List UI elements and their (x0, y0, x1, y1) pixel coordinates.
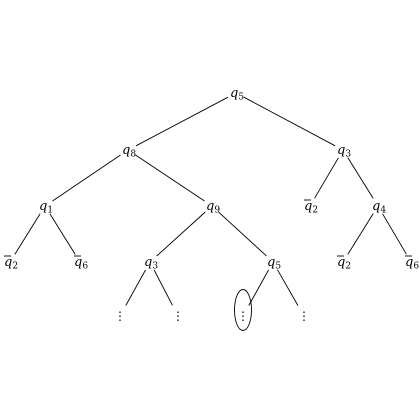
node-symbol: q (337, 255, 345, 270)
tree-edge-n_q9-n_q3b (156, 211, 206, 257)
node-label: q6 (405, 255, 419, 272)
node-symbol: q (39, 199, 47, 214)
tree-node: q2 (337, 255, 351, 272)
tree-edge-n_q9-n_q5b (218, 211, 267, 257)
node-symbol: q (144, 255, 152, 270)
node-label: q6 (74, 255, 88, 272)
tree-edge-n_q4-n_nq6b (382, 213, 407, 255)
continuation-node: ⋮ (234, 289, 252, 331)
node-symbol: q (267, 255, 275, 270)
node-subscript: 2 (345, 262, 351, 272)
tree-edge-n_q5b-d3 (248, 269, 269, 306)
tree-edge-root-n_q8 (135, 96, 229, 147)
node-subscript: 2 (312, 206, 318, 216)
node-label: q4 (372, 199, 386, 216)
tree-node: q4 (372, 199, 386, 216)
tree-edge-n_q3b-d2 (153, 269, 173, 306)
node-symbol: q (304, 199, 312, 214)
node-label: q2 (4, 255, 18, 272)
node-label: q9 (206, 199, 220, 216)
node-label: q1 (39, 199, 53, 216)
tree-edge-n_q8-n_q9 (135, 154, 205, 202)
continuation-node: ⋮ (298, 309, 310, 323)
tree-node: q3 (337, 143, 351, 160)
tree-edge-n_q3a-n_q4 (347, 157, 374, 199)
tree-node: q5 (267, 255, 281, 272)
vertical-ellipsis: ⋮ (114, 309, 126, 323)
node-symbol: q (230, 86, 238, 101)
tree-edge-n_q3b-d1 (125, 269, 146, 306)
tree-edge-n_q8-n_q1 (52, 154, 121, 202)
tree-node: q2 (304, 199, 318, 216)
node-symbol: q (372, 199, 380, 214)
tree-node: q9 (206, 199, 220, 216)
node-subscript: 2 (12, 262, 18, 272)
continuation-node: ⋮ (172, 309, 184, 323)
node-subscript: 3 (345, 150, 351, 160)
tree-edge-n_q1-n_nq2b (14, 213, 41, 255)
node-subscript: 5 (238, 93, 244, 103)
tree-node: q8 (122, 143, 136, 160)
tree-node: q1 (39, 199, 53, 216)
tree-edge-n_q1-n_nq6a (49, 213, 76, 255)
node-label: q5 (230, 86, 244, 103)
tree-node: q6 (74, 255, 88, 272)
highlight-ellipse (234, 289, 252, 331)
node-subscript: 9 (214, 206, 220, 216)
node-label: q8 (122, 143, 136, 160)
tree-node: q2 (4, 255, 18, 272)
node-symbol: q (206, 199, 214, 214)
vertical-ellipsis: ⋮ (237, 309, 249, 323)
tree-edge-n_q4-n_nq2c (347, 213, 374, 255)
node-label: q2 (337, 255, 351, 272)
vertical-ellipsis: ⋮ (172, 309, 184, 323)
tree-node: q5 (230, 86, 244, 103)
node-label: q5 (267, 255, 281, 272)
node-symbol: q (337, 143, 345, 158)
tree-edge-n_q3a-n_nq2a (314, 157, 339, 199)
tree-node: q6 (405, 255, 419, 272)
tree-edge-n_q5b-d4 (277, 269, 299, 306)
node-label: q3 (337, 143, 351, 160)
node-subscript: 5 (275, 262, 281, 272)
edges-layer (14, 96, 407, 306)
continuation-node: ⋮ (114, 309, 126, 323)
node-symbol: q (405, 255, 413, 270)
node-subscript: 8 (130, 150, 136, 160)
node-label: q3 (144, 255, 158, 272)
node-subscript: 4 (380, 206, 386, 216)
node-subscript: 6 (82, 262, 88, 272)
tree-edge-root-n_q3a (243, 96, 336, 147)
node-subscript: 1 (47, 206, 53, 216)
vertical-ellipsis: ⋮ (298, 309, 310, 323)
node-symbol: q (74, 255, 82, 270)
node-symbol: q (4, 255, 12, 270)
tree-node: q3 (144, 255, 158, 272)
node-label: q2 (304, 199, 318, 216)
node-subscript: 3 (152, 262, 158, 272)
node-symbol: q (122, 143, 130, 158)
node-subscript: 6 (413, 262, 419, 272)
